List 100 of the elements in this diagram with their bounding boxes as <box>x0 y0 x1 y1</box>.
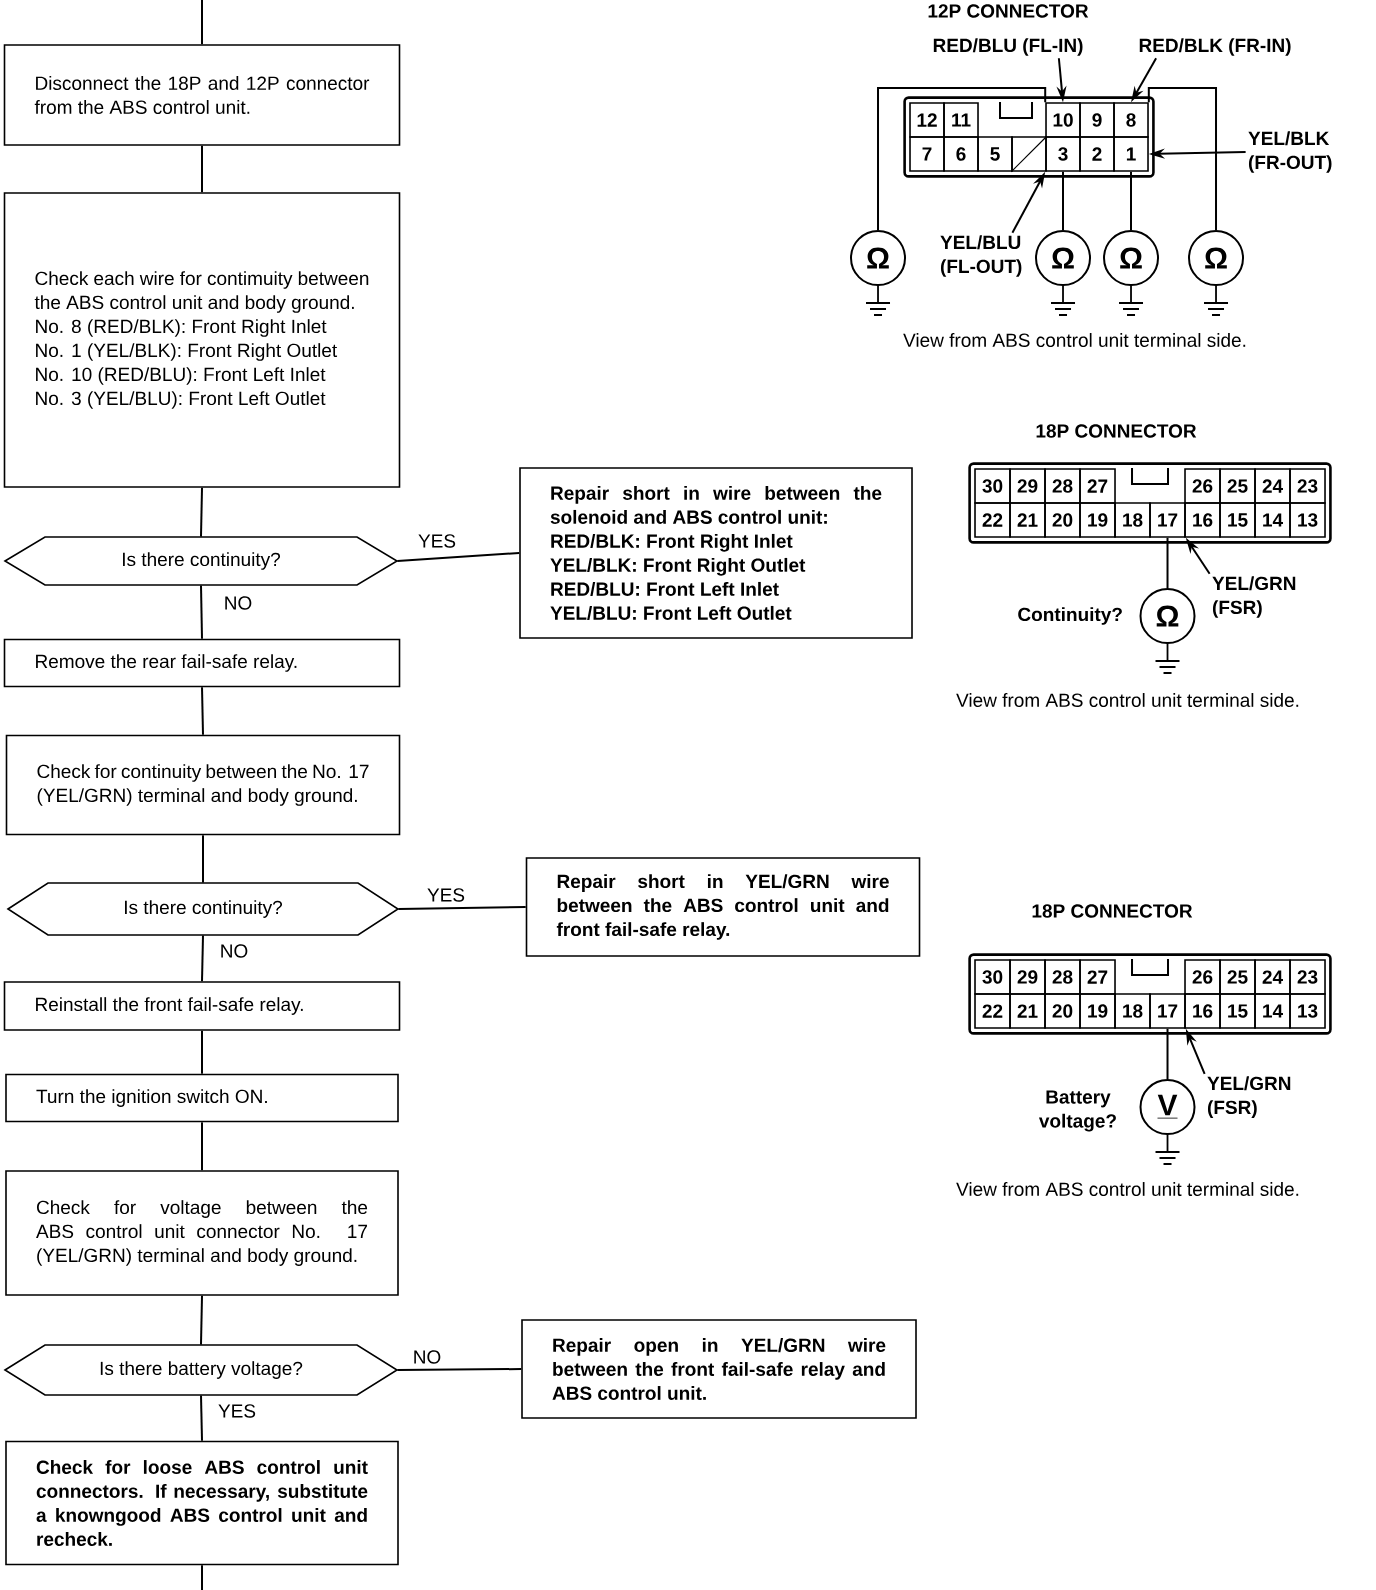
process-box: Check for voltage between the ABS control unit connector No. 17 (YEL/GRN) terminal and body ground. <box>5 1170 399 1296</box>
pin-cell: 8 <box>1113 102 1149 138</box>
view-caption: View from ABS control unit terminal side. <box>956 1182 1299 1196</box>
pin-cell: 20 <box>1044 502 1081 538</box>
meter-caption: Battery voltage? <box>1038 1090 1116 1132</box>
view-caption: View from ABS control unit terminal side. <box>956 693 1299 707</box>
pin-cell: 7 <box>909 136 945 172</box>
pin-cell: 19 <box>1079 993 1116 1029</box>
pin-cell: 16 <box>1184 993 1221 1029</box>
pin-cell: 6 <box>943 136 979 172</box>
pin-cell: 14 <box>1254 502 1291 538</box>
pin-cell: 21 <box>1009 993 1046 1029</box>
connector-line <box>200 486 203 538</box>
pin-cell: 28 <box>1044 468 1081 504</box>
process-box: Turn the ignition switch ON. <box>5 1073 399 1123</box>
pin-cell: 15 <box>1219 993 1256 1029</box>
wire <box>1062 170 1064 231</box>
wire-label: RED/BLK (FR-IN) <box>1139 38 1291 56</box>
edge-label: YES <box>416 532 458 550</box>
pin-cell: 26 <box>1184 468 1221 504</box>
pin-cell: 17 <box>1149 993 1186 1029</box>
connector-line <box>201 1121 203 1172</box>
wire-label: YEL/BLU (FL-OUT) <box>940 235 1022 277</box>
pin-cell: 16 <box>1184 502 1221 538</box>
pin-cell: 23 <box>1289 468 1326 504</box>
pin-cell: 15 <box>1219 502 1256 538</box>
pin-cell: 22 <box>974 502 1011 538</box>
edge-label: YES <box>425 886 467 904</box>
connector-line <box>201 0 203 46</box>
wire-label: YEL/BLK (FR-OUT) <box>1248 131 1332 173</box>
pin-cell: 28 <box>1044 959 1081 995</box>
connector-heading: 18P CONNECTOR <box>1032 904 1193 918</box>
wire <box>1166 536 1169 589</box>
pin-cell: 27 <box>1079 468 1116 504</box>
repair-box: Repair open in YEL/GRN wire between the front fail-safe relay and ABS control unit. <box>521 1319 917 1419</box>
pin-cell: 1 <box>1113 136 1149 172</box>
pin-cell: 22 <box>974 993 1011 1029</box>
pin-cell: 25 <box>1219 959 1256 995</box>
pin-cell: 19 <box>1079 502 1116 538</box>
pin-cell: 30 <box>974 468 1011 504</box>
edge-label: NO <box>221 594 255 612</box>
repair-box: Repair short in wire between the solenoid and ABS control unit: RED/BLK: Front Right Inlet YEL/BLK: Front Right Outlet RED/BLU: Front Left Inlet YEL/BLU: Front Left Outlet <box>519 467 913 639</box>
edge-label: NO <box>217 942 251 960</box>
connector-line <box>396 552 521 562</box>
pin-cell: 2 <box>1079 136 1115 172</box>
pin-cell: 18 <box>1114 993 1151 1029</box>
pin-cell: 24 <box>1254 959 1291 995</box>
pin-cell: 12 <box>909 102 945 138</box>
view-caption: View from ABS control unit terminal side. <box>903 333 1246 347</box>
pin-cell: 29 <box>1009 959 1046 995</box>
pin-cell: 3 <box>1045 136 1081 172</box>
pin-cell: 25 <box>1219 468 1256 504</box>
pin-cell: 10 <box>1045 102 1081 138</box>
process-box: Check each wire for contimuity between the ABS control unit and body ground. No. 8 (RED/BLK): Front Right Inlet No. 1 (YEL/BLK): Front Right Outlet No. 10 (RED/BLU): Front Left Inlet No. 3 (YEL/BLU): Front Left Outlet <box>3 192 401 488</box>
blank-cell <box>1010 135 1048 173</box>
pin-cell: 23 <box>1289 959 1326 995</box>
pin-cell: 11 <box>943 102 979 138</box>
pin-cell: 5 <box>977 136 1013 172</box>
pin-cell: 27 <box>1079 959 1116 995</box>
wire <box>1166 1027 1169 1080</box>
connector-line <box>397 906 527 910</box>
wire-label: YEL/GRN (FSR) <box>1207 1076 1291 1118</box>
pin-cell: 14 <box>1254 993 1291 1029</box>
connector-line <box>201 686 204 736</box>
pin-cell: 9 <box>1079 102 1115 138</box>
pin-cell: 26 <box>1184 959 1221 995</box>
process-box: Check for continuity between the No. 17 (YEL/GRN) terminal and body ground. <box>5 734 401 836</box>
wire <box>1130 170 1132 231</box>
process-box: Disconnect the 18P and 12P connector from the ABS control unit. <box>3 44 401 146</box>
wire-label: RED/BLU (FL-IN) <box>933 38 1083 56</box>
connector-line <box>201 1564 203 1590</box>
pin-cell: 29 <box>1009 468 1046 504</box>
pin-cell: 18 <box>1114 502 1151 538</box>
process-box: Reinstall the front fail-safe relay. <box>3 981 401 1031</box>
pin-cell: 13 <box>1289 993 1326 1029</box>
edge-label: YES <box>216 1402 258 1420</box>
process-box: Check for loose ABS control unit connectors. If necessary, substitute a knowngood ABS control unit and recheck. <box>5 1440 399 1566</box>
connector-heading: 18P CONNECTOR <box>1036 424 1197 438</box>
connector-line <box>200 1394 203 1442</box>
connector-heading: 12P CONNECTOR <box>928 4 1089 18</box>
wire-label: YEL/GRN (FSR) <box>1212 576 1296 618</box>
pin-cell: 20 <box>1044 993 1081 1029</box>
process-box: Remove the rear fail-safe relay. <box>3 638 401 688</box>
pin-cell: 24 <box>1254 468 1291 504</box>
wire <box>877 87 1047 231</box>
pin-cell: 21 <box>1009 502 1046 538</box>
meter-caption: Continuity? <box>1018 607 1122 625</box>
connector-line <box>396 1368 523 1371</box>
pin-cell: 13 <box>1289 502 1326 538</box>
wire <box>1147 87 1217 231</box>
repair-box: Repair short in YEL/GRN wire between the ABS control unit and front fail-safe relay. <box>525 857 921 957</box>
connector-line <box>200 1294 203 1346</box>
pin-cell: 30 <box>974 959 1011 995</box>
connector-line <box>202 834 204 884</box>
edge-label: NO <box>410 1348 444 1366</box>
pin-cell: 17 <box>1149 502 1186 538</box>
connector-line <box>201 1029 203 1075</box>
connector-line <box>201 934 204 983</box>
connector-line <box>201 144 203 194</box>
connector-line <box>200 584 203 640</box>
